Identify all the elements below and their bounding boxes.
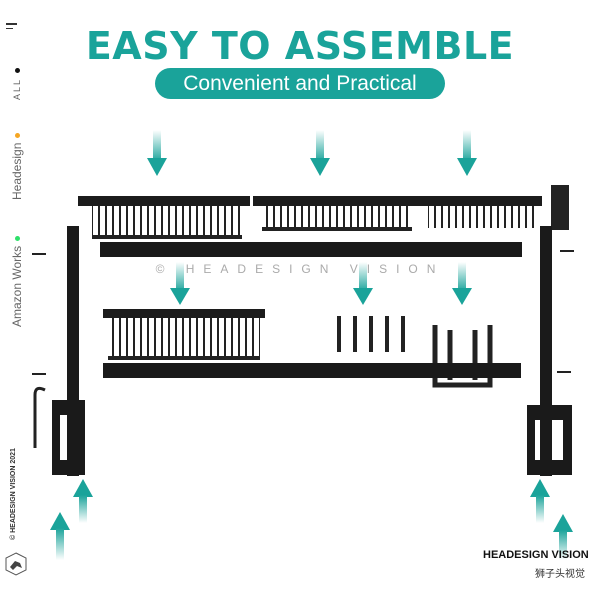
middle-basket	[103, 309, 265, 360]
arrow-up-icon	[553, 514, 573, 560]
top-basket-right	[420, 196, 542, 228]
page-title: EASY TO ASSEMBLE	[85, 24, 515, 68]
arrow-down-icon	[452, 262, 472, 305]
hooks	[337, 316, 405, 352]
arrow-down-icon	[170, 262, 190, 305]
hamburger-icon[interactable]	[6, 23, 17, 32]
left-leg	[52, 226, 85, 476]
arrow-down-icon	[353, 262, 373, 305]
arrow-up-icon	[530, 479, 550, 523]
arrow-up-icon	[73, 479, 93, 523]
arrow-down-icon	[457, 130, 477, 176]
utensil-holder	[551, 185, 569, 230]
top-basket-middle	[253, 196, 420, 231]
top-bar	[100, 242, 522, 257]
bottom-bar	[103, 363, 521, 378]
lion-logo-icon	[5, 552, 27, 576]
right-leg	[527, 226, 572, 476]
arrow-down-icon	[147, 130, 167, 176]
arrow-up-icon	[50, 512, 70, 560]
top-basket-left	[78, 196, 250, 239]
side-hook	[33, 386, 46, 448]
subtitle-pill: Convenient and Practical	[155, 68, 445, 99]
screw-markers	[32, 250, 574, 375]
arrow-down-icon	[310, 130, 330, 176]
brand-name: HEADESIGN VISION	[483, 549, 589, 561]
brand-name-cn: 狮子头视觉	[535, 569, 585, 580]
